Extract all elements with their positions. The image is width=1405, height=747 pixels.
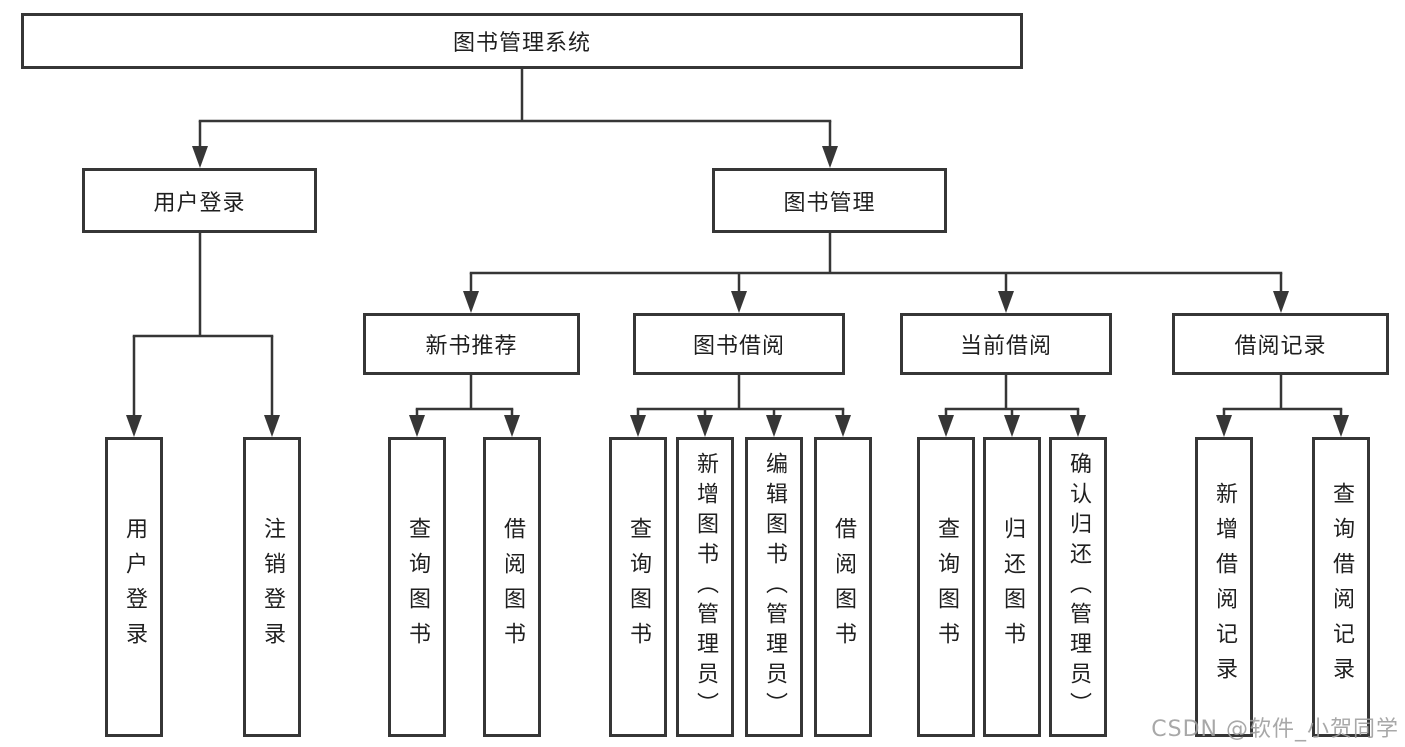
node-book-management: 图书管理 (712, 168, 947, 233)
csdn-watermark: CSDN @软件_小贺同学 (1151, 717, 1399, 742)
leaf-logout: 注销登录 (243, 437, 301, 737)
node-label: 借阅图书 (831, 517, 856, 657)
node-label: 查询图书 (405, 517, 430, 657)
node-label: 查询图书 (934, 517, 959, 657)
node-current-borrow: 当前借阅 (900, 313, 1112, 375)
node-label: 用户登录 (122, 517, 147, 657)
node-user-login: 用户登录 (82, 168, 317, 233)
node-label: 图书借阅 (692, 334, 785, 359)
leaf-query-books-borrow: 查询图书 (609, 437, 667, 737)
leaf-add-borrow-record: 新增借阅记录 (1195, 437, 1253, 737)
node-label: 注销登录 (260, 517, 285, 657)
node-label: 新增图书（管理员） (693, 452, 718, 722)
node-label: 用户登录 (153, 190, 246, 216)
node-label: 当前借阅 (959, 334, 1052, 359)
leaf-query-books-current: 查询图书 (917, 437, 975, 737)
node-new-book-recommend: 新书推荐 (363, 313, 580, 375)
leaf-query-borrow-record: 查询借阅记录 (1312, 437, 1370, 737)
node-library-management-system: 图书管理系统 (21, 13, 1023, 69)
node-label: 借阅记录 (1234, 334, 1327, 359)
node-label: 确认归还（管理员） (1066, 452, 1091, 722)
leaf-user-login: 用户登录 (105, 437, 163, 737)
leaf-confirm-return-admin: 确认归还（管理员） (1049, 437, 1107, 737)
leaf-borrow-books: 借阅图书 (814, 437, 872, 737)
node-book-borrow: 图书借阅 (633, 313, 845, 375)
leaf-edit-book-admin: 编辑图书（管理员） (745, 437, 803, 737)
node-label: 编辑图书（管理员） (762, 452, 787, 722)
node-label: 查询图书 (626, 517, 651, 657)
leaf-borrow-books-recommend: 借阅图书 (483, 437, 541, 737)
node-label: 图书管理 (783, 190, 876, 216)
leaf-query-books-recommend: 查询图书 (388, 437, 446, 737)
node-label: 归还图书 (1000, 517, 1025, 657)
node-label: 借阅图书 (500, 517, 525, 657)
node-label: 图书管理系统 (452, 31, 591, 56)
node-label: 新书推荐 (425, 334, 518, 359)
node-label: 新增借阅记录 (1212, 482, 1237, 692)
leaf-add-book-admin: 新增图书（管理员） (676, 437, 734, 737)
node-borrow-records: 借阅记录 (1172, 313, 1389, 375)
leaf-return-book: 归还图书 (983, 437, 1041, 737)
node-label: 查询借阅记录 (1329, 482, 1354, 692)
